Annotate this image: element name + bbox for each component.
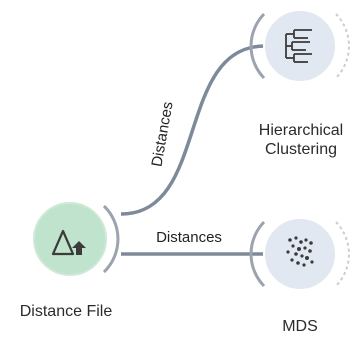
output-socket-distance-file[interactable] <box>102 204 120 274</box>
node-mds[interactable] <box>249 217 350 291</box>
node-label-distance-file: Distance File <box>19 303 113 320</box>
node-distance-file[interactable] <box>33 202 120 276</box>
output-socket-mds[interactable] <box>335 221 350 287</box>
node-label-hc-line1: Hierarchical <box>258 122 344 139</box>
node-label-mds: MDS <box>282 318 318 335</box>
mds-scatter-icon <box>286 236 314 267</box>
dendrogram-icon <box>285 29 312 63</box>
node-circle-mds <box>263 217 337 291</box>
link-label-hc: Distances <box>148 100 176 168</box>
node-label-hc-line2: Clustering <box>264 141 338 158</box>
input-socket-hierarchical-clustering[interactable] <box>249 12 266 80</box>
link-distance-file-to-hierarchical-clustering[interactable] <box>120 44 266 216</box>
distance-file-icon <box>51 229 86 256</box>
node-circle-hierarchical-clustering <box>263 9 337 83</box>
output-socket-hierarchical-clustering[interactable] <box>335 13 350 79</box>
link-label-mds: Distances <box>156 229 222 246</box>
input-socket-mds[interactable] <box>249 220 266 288</box>
node-hierarchical-clustering[interactable] <box>249 9 350 83</box>
node-label-hierarchical-clustering: Hierarchical Clustering <box>244 121 358 159</box>
node-circle-distance-file <box>33 202 107 276</box>
